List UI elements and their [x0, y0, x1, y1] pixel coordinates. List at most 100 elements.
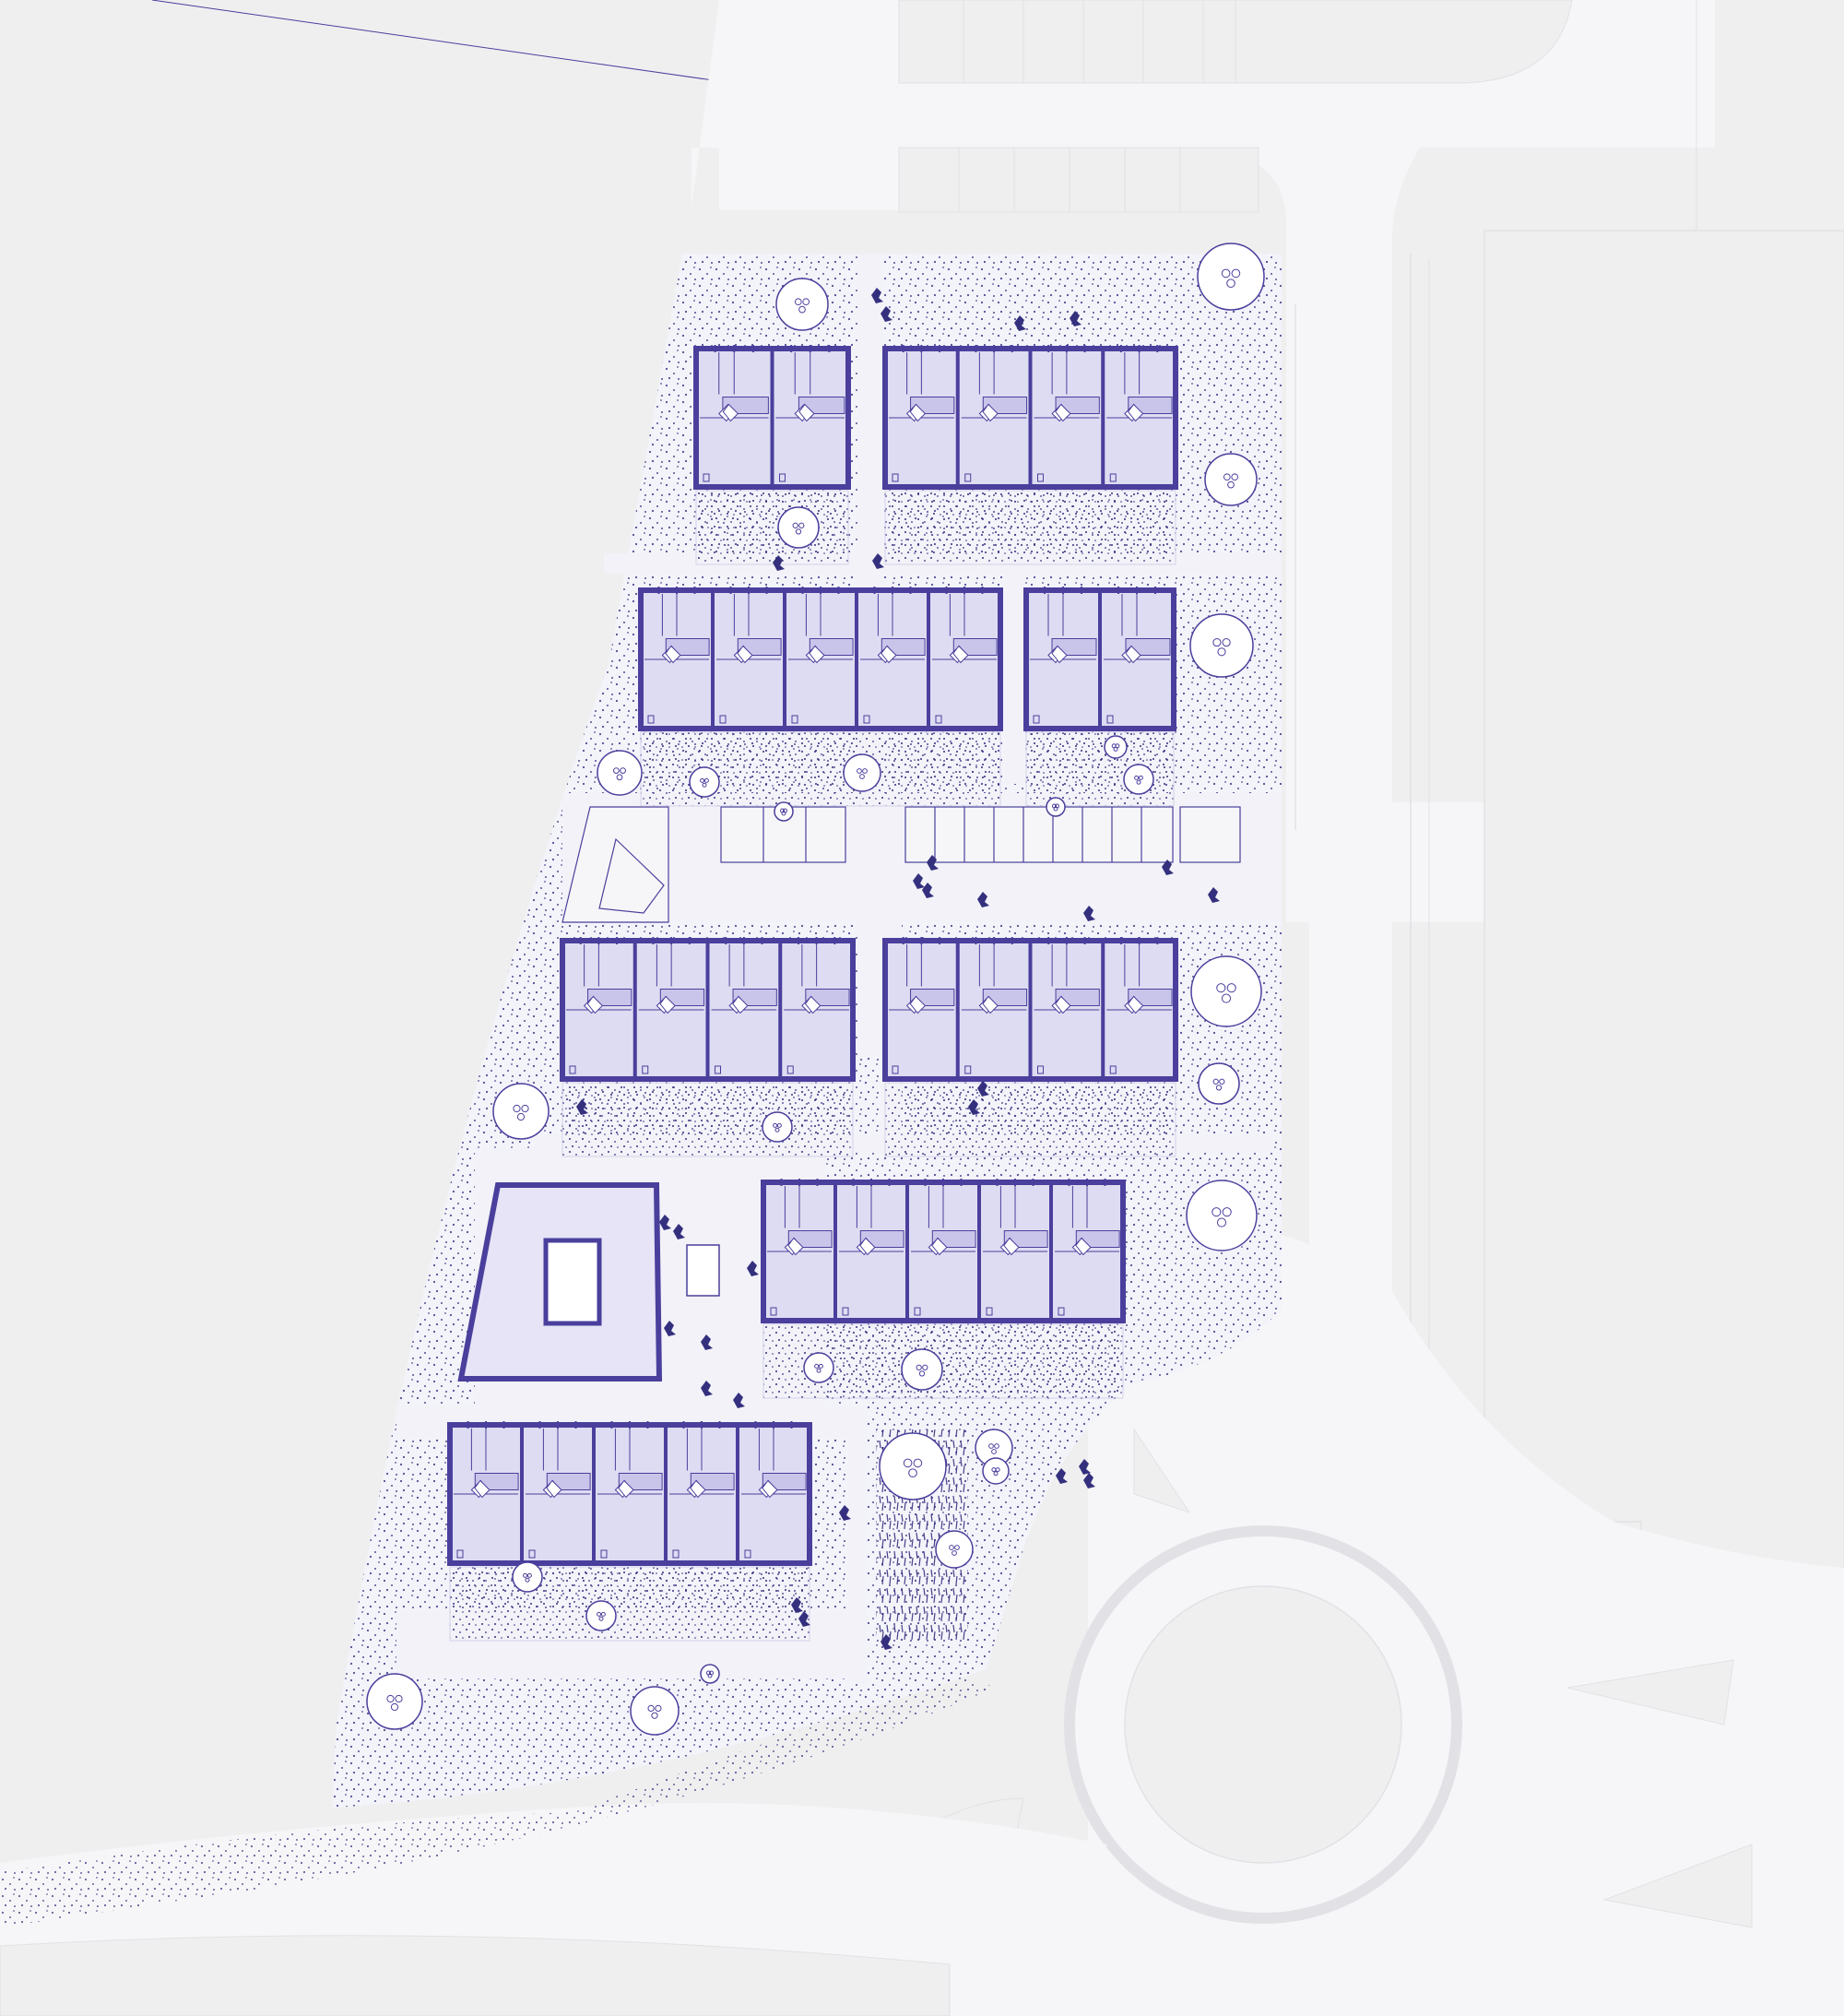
person-icon — [1208, 887, 1220, 903]
door-swing — [909, 403, 927, 422]
person-icon — [701, 1334, 713, 1350]
person-icon — [791, 1597, 803, 1613]
house-unit — [592, 1421, 663, 1563]
door-swing — [1125, 645, 1141, 664]
entry-step — [744, 1549, 751, 1559]
entry-step — [986, 1307, 993, 1316]
house-unit — [1098, 587, 1171, 729]
tree-icon — [935, 1530, 974, 1569]
person-icon — [659, 1215, 671, 1230]
gardens — [449, 490, 1176, 1642]
entry-step — [842, 1307, 849, 1316]
door-swing — [1003, 1237, 1020, 1256]
door-swing — [982, 995, 999, 1014]
tree-icon — [803, 1352, 834, 1383]
door-swing — [586, 995, 604, 1014]
tree-icon — [1104, 735, 1128, 759]
door-swing — [798, 403, 815, 422]
garden-strip — [884, 490, 1176, 565]
house-unit — [736, 1421, 807, 1563]
entry-step — [1033, 715, 1040, 724]
door-swing — [1055, 403, 1071, 422]
door-swing — [1075, 1237, 1092, 1256]
entry-step — [1109, 1065, 1117, 1074]
tree-icon — [774, 801, 794, 822]
door-swing — [809, 645, 825, 664]
entry-step — [770, 1307, 777, 1316]
door-swing — [1127, 995, 1144, 1014]
roundabout — [883, 1234, 1844, 2016]
person-icon — [1014, 315, 1026, 331]
entry-step — [528, 1549, 536, 1559]
tree-icon — [777, 506, 820, 549]
door-swing — [1127, 403, 1144, 422]
entry-step — [569, 1065, 576, 1074]
garden-strip — [695, 490, 849, 565]
entry-step — [1037, 1065, 1044, 1074]
tree-icon — [843, 753, 881, 792]
tree-icon — [762, 1111, 793, 1143]
person-icon — [871, 288, 883, 303]
entry-step — [1058, 1307, 1065, 1316]
house-unit — [1028, 345, 1100, 487]
people — [576, 288, 1220, 1650]
door-swing — [1055, 995, 1071, 1014]
entry-step — [964, 473, 972, 482]
person-icon — [839, 1505, 851, 1521]
door-swing — [1051, 645, 1068, 664]
house-unit — [700, 345, 769, 482]
north-road — [692, 0, 1715, 858]
person-icon — [881, 1634, 892, 1650]
person-icon — [922, 883, 934, 898]
courtyard-building — [457, 1182, 720, 1382]
house-unit — [778, 937, 850, 1079]
door-swing — [881, 645, 897, 664]
door-swing — [931, 1237, 948, 1256]
door-swing — [665, 645, 681, 664]
door-swing — [762, 1479, 778, 1499]
house-unit — [1101, 937, 1173, 1079]
door-swing — [952, 645, 969, 664]
housing-block — [882, 345, 1178, 490]
house-unit — [927, 587, 998, 729]
person-icon — [664, 1321, 676, 1336]
house-unit — [644, 587, 710, 724]
tree-icon — [1186, 1180, 1258, 1251]
tree-icon — [1046, 797, 1066, 817]
tree-icon — [689, 766, 720, 798]
person-icon — [927, 855, 939, 871]
tree-icon — [630, 1686, 680, 1736]
entry-step — [642, 1065, 649, 1074]
house-unit — [833, 1179, 904, 1321]
east-road — [1286, 148, 1844, 2016]
door-swing — [982, 403, 999, 422]
house-unit — [955, 937, 1028, 1079]
entry-step — [1109, 473, 1117, 482]
housing-block — [1023, 587, 1176, 731]
entry-step — [719, 715, 727, 724]
person-icon — [701, 1381, 713, 1396]
person-icon — [881, 306, 892, 322]
housing-block — [761, 1179, 1126, 1323]
entry-step — [964, 1065, 972, 1074]
entry-step — [779, 473, 786, 482]
house-unit — [889, 345, 955, 482]
tree-icon — [775, 278, 829, 331]
entry-step — [1106, 715, 1114, 724]
tree-icon — [982, 1457, 1010, 1485]
entry-step — [1037, 473, 1044, 482]
person-icon — [1083, 1473, 1095, 1488]
house-unit — [520, 1421, 591, 1563]
property-line — [151, 0, 720, 82]
house-unit — [770, 345, 845, 487]
entry-step — [791, 715, 798, 724]
tree-icon — [492, 1083, 550, 1140]
house-unit — [454, 1421, 519, 1559]
garden-strip — [884, 1082, 1176, 1157]
housing-block — [882, 937, 1178, 1082]
house-unit — [566, 937, 632, 1074]
house-unit — [711, 587, 782, 729]
house-unit — [955, 345, 1028, 487]
person-icon — [872, 553, 884, 569]
person-icon — [1083, 906, 1095, 921]
